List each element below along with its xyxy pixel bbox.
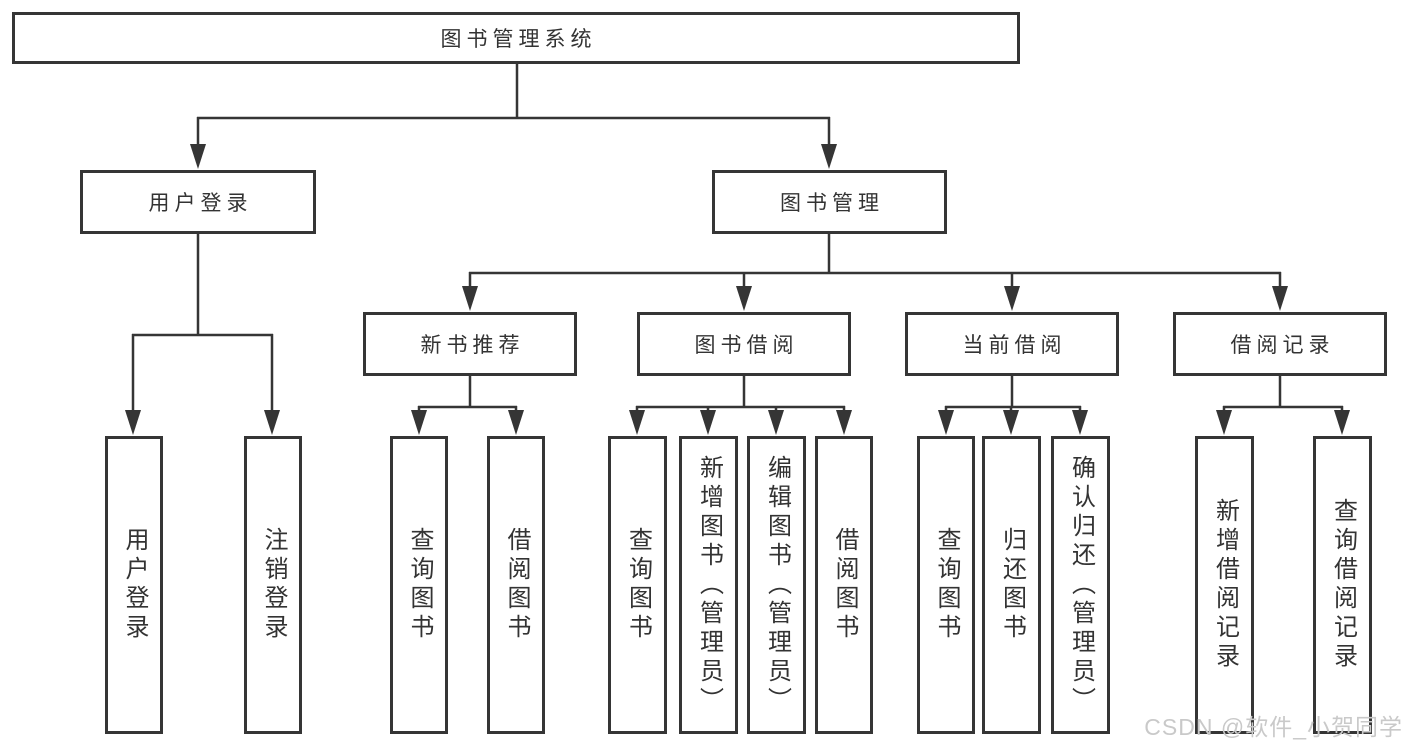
node-label: 查询借阅记录 xyxy=(1329,498,1357,672)
node-book-management: 图书管理 xyxy=(712,170,947,234)
node-label: 当前借阅 xyxy=(962,334,1067,357)
node-label: 注销登录 xyxy=(260,527,287,643)
node-cb-search-books: 查询图书 xyxy=(917,436,975,734)
node-br-add-record: 新增借阅记录 xyxy=(1195,436,1254,734)
node-label: 编辑图书（管理员） xyxy=(763,454,791,716)
node-label: 图书管理系统 xyxy=(440,28,597,51)
node-cb-return-books: 归还图书 xyxy=(982,436,1041,734)
node-cb-confirm-return-admin: 确认归还（管理员） xyxy=(1051,436,1110,734)
node-label: 借阅图书 xyxy=(503,527,530,643)
node-label: 用户登录 xyxy=(121,527,148,643)
node-rec-search-books: 查询图书 xyxy=(390,436,448,734)
csdn-watermark: CSDN @软件_小贺同学 xyxy=(1144,714,1403,740)
node-new-book-recommendation: 新书推荐 xyxy=(363,312,577,376)
node-label: 新增图书（管理员） xyxy=(695,454,723,716)
node-label: 归还图书 xyxy=(998,527,1026,643)
node-label: 查询图书 xyxy=(624,527,652,643)
node-logout-login: 注销登录 xyxy=(244,436,302,734)
node-book-borrowing: 图书借阅 xyxy=(637,312,851,376)
node-rec-borrow-books: 借阅图书 xyxy=(487,436,545,734)
node-user-login-leaf: 用户登录 xyxy=(105,436,163,734)
node-borrowing-records: 借阅记录 xyxy=(1173,312,1387,376)
node-label: 新书推荐 xyxy=(420,334,525,357)
node-label: 借阅记录 xyxy=(1230,334,1335,357)
node-library-management-system: 图书管理系统 xyxy=(12,12,1020,64)
node-bb-add-books-admin: 新增图书（管理员） xyxy=(679,436,738,734)
node-current-borrowing: 当前借阅 xyxy=(905,312,1119,376)
node-label: 查询图书 xyxy=(406,527,433,643)
node-label: 图书管理 xyxy=(780,192,884,215)
node-label: 图书借阅 xyxy=(694,334,799,357)
node-label: 新增借阅记录 xyxy=(1211,498,1239,672)
node-label: 查询图书 xyxy=(933,527,960,643)
node-label: 确认归还（管理员） xyxy=(1067,454,1095,716)
node-bb-edit-books-admin: 编辑图书（管理员） xyxy=(747,436,806,734)
node-bb-borrow-books: 借阅图书 xyxy=(815,436,873,734)
node-user-login: 用户登录 xyxy=(80,170,316,234)
node-br-search-record: 查询借阅记录 xyxy=(1313,436,1372,734)
node-label: 借阅图书 xyxy=(831,527,858,643)
node-label: 用户登录 xyxy=(148,192,253,215)
node-bb-search-books: 查询图书 xyxy=(608,436,667,734)
